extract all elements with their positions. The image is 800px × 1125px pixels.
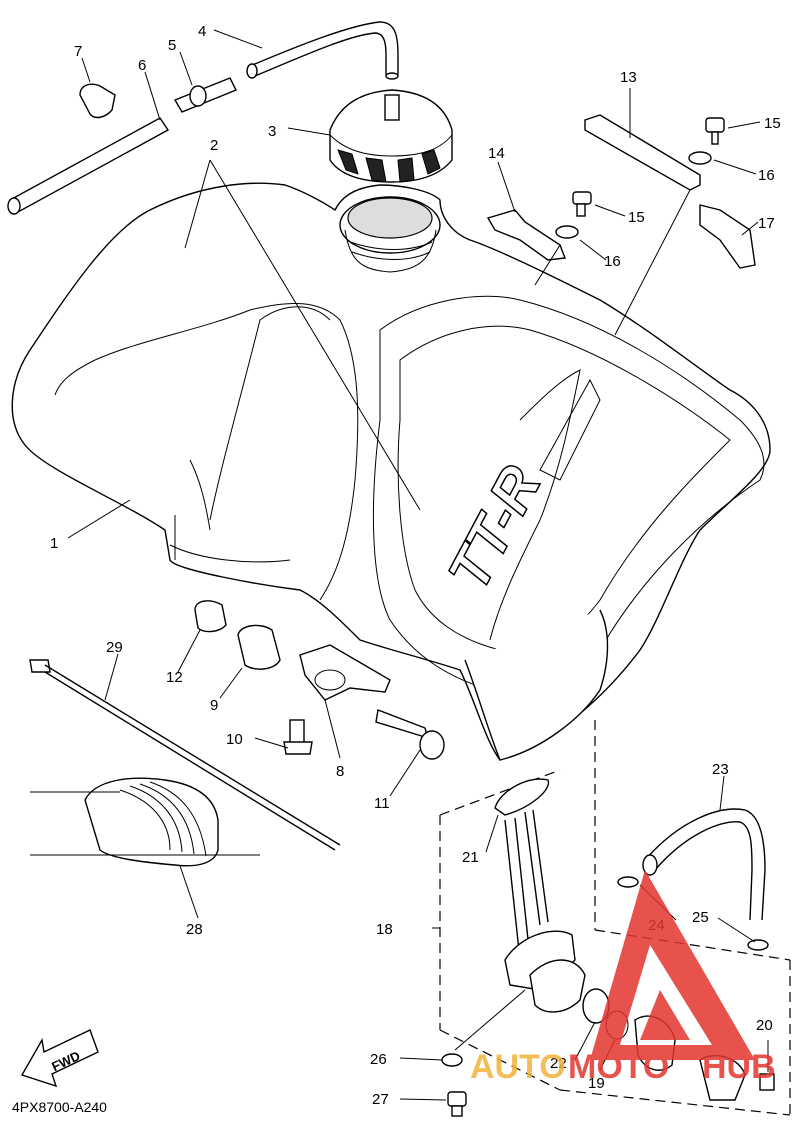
label-22: 22 (550, 1055, 567, 1072)
washer-16-b (555, 225, 579, 239)
bolt-15-b (572, 191, 592, 217)
label-27: 27 (372, 1091, 389, 1108)
collar-12 (194, 600, 227, 633)
watermark-part1: AUTO (470, 1048, 566, 1086)
watermark-part2: MOTO (568, 1048, 669, 1086)
label-15a: 15 (764, 115, 781, 132)
label-25: 25 (692, 909, 709, 926)
bracket-14 (486, 209, 566, 261)
hose-clip (79, 83, 116, 119)
hose-joint (173, 77, 237, 113)
label-21: 21 (462, 849, 479, 866)
label-15b: 15 (628, 209, 645, 226)
bolt-15-a (705, 117, 725, 145)
label-18: 18 (376, 921, 393, 938)
breather-hose (246, 21, 399, 80)
label-3: 3 (268, 123, 276, 140)
damper-9 (237, 624, 281, 670)
label-16a: 16 (758, 167, 775, 184)
fuel-hose-23 (642, 808, 766, 921)
label-28: 28 (186, 921, 203, 938)
watermark-logo: AUTO MOTO HUB (470, 870, 776, 1086)
label-2: 2 (210, 137, 218, 154)
bracket-8 (299, 644, 391, 701)
label-6: 6 (138, 57, 146, 74)
washer-16-a (688, 151, 712, 165)
label-4: 4 (198, 23, 206, 40)
bracket-17 (699, 204, 756, 269)
heat-protector (30, 777, 260, 867)
watermark-part3: HUB (702, 1048, 776, 1086)
label-17: 17 (758, 215, 775, 232)
o-ring-21 (494, 778, 550, 816)
label-19: 19 (588, 1075, 605, 1092)
fwd-arrow: FWD (20, 1029, 99, 1088)
label-26: 26 (370, 1051, 387, 1068)
vent-hose (7, 117, 170, 215)
label-14: 14 (488, 145, 505, 162)
label-1: 1 (50, 535, 58, 552)
fuel-cap (329, 89, 453, 183)
bracket-13 (584, 114, 701, 191)
label-13: 13 (620, 69, 637, 86)
label-10: 10 (226, 731, 243, 748)
screw-27 (447, 1091, 467, 1117)
label-20: 20 (756, 1017, 773, 1034)
label-29: 29 (106, 639, 123, 656)
label-9: 9 (210, 697, 218, 714)
label-7: 7 (74, 43, 82, 60)
bolt-11 (375, 709, 445, 760)
label-8: 8 (336, 763, 344, 780)
leader-lines (67, 29, 769, 1101)
label-23: 23 (712, 761, 729, 778)
hose-clips (617, 876, 769, 951)
bolt-10 (283, 719, 313, 755)
label-11: 11 (374, 795, 390, 812)
reference-code: 4PX8700-A240 (12, 1099, 107, 1115)
fuel-tank: TT-R (11, 182, 771, 761)
label-12: 12 (166, 669, 183, 686)
tie-band (29, 659, 341, 851)
washer-26 (441, 1053, 463, 1067)
label-16b: 16 (604, 253, 621, 270)
label-5: 5 (168, 37, 176, 54)
